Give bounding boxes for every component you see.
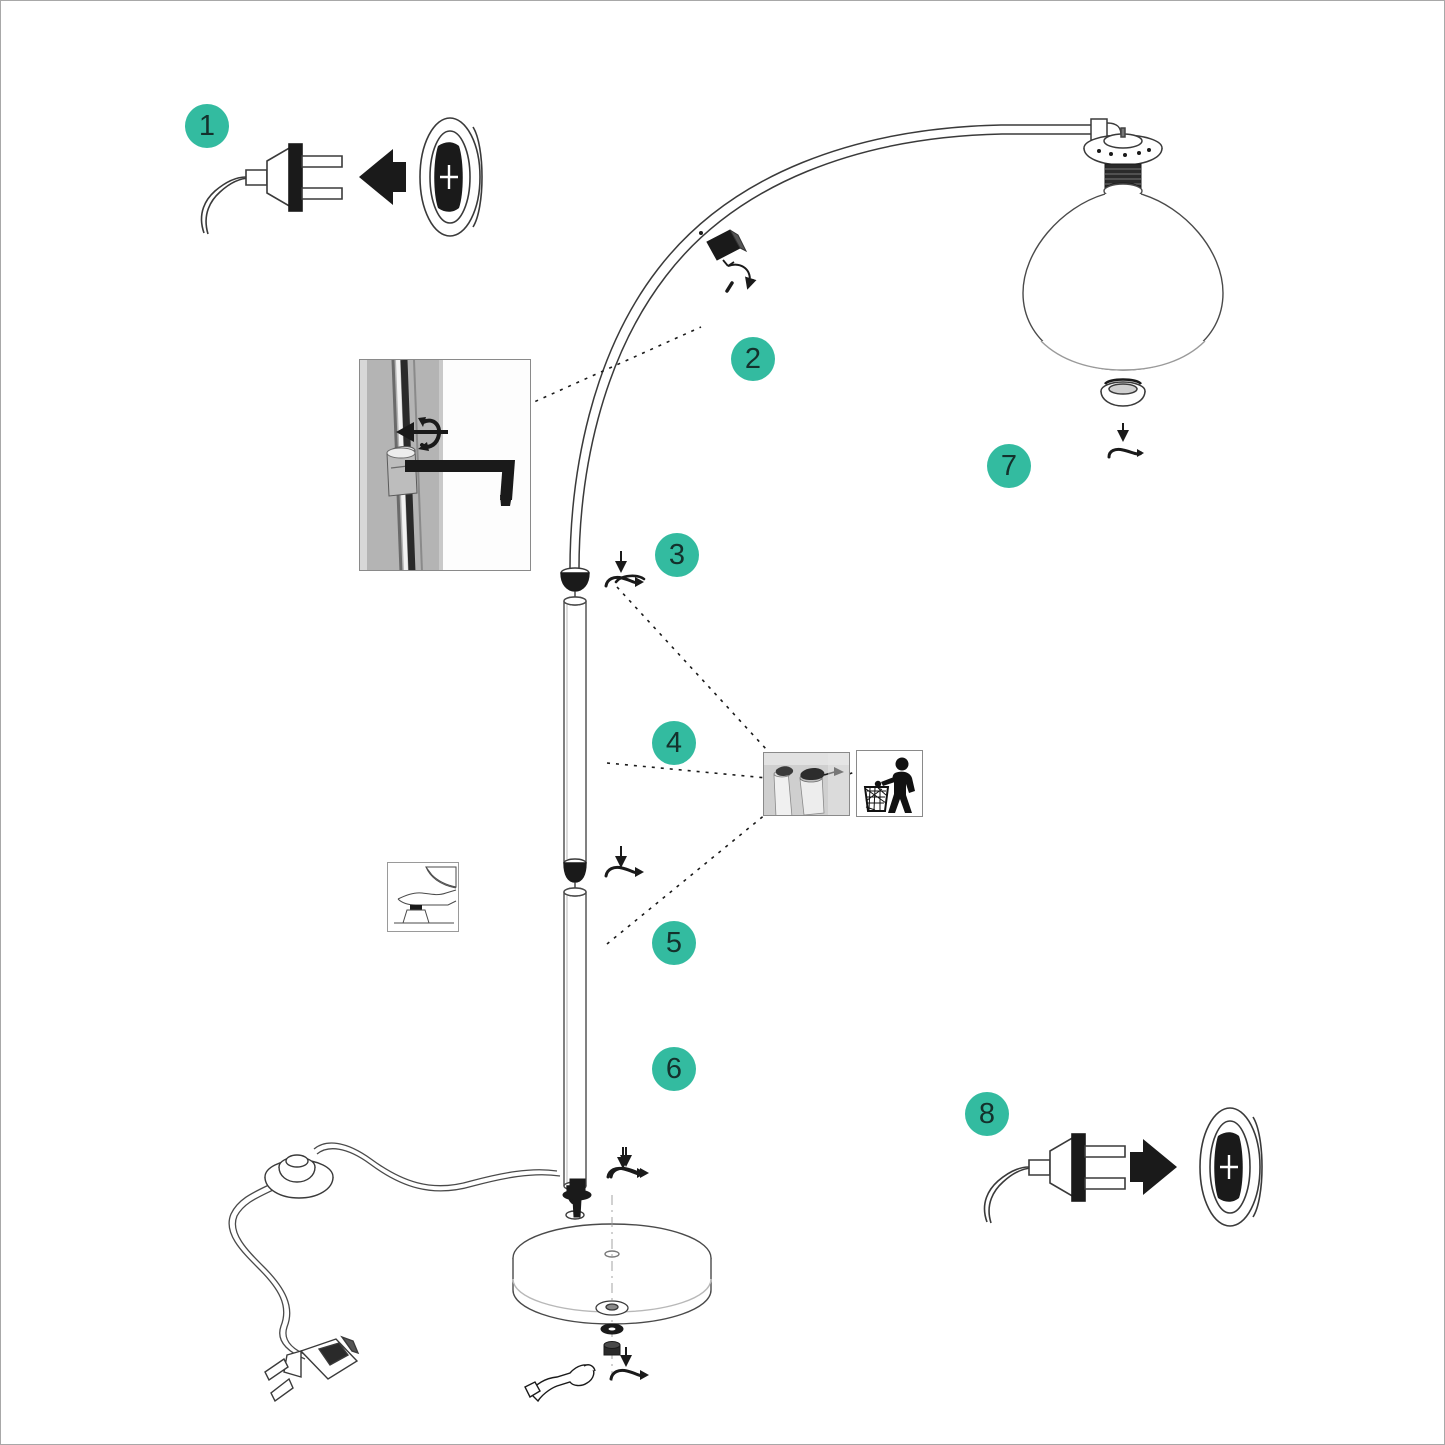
pole-middle (563, 887, 587, 1191)
step-badge-4[interactable]: 4 (652, 721, 696, 765)
arc-clamp (699, 229, 748, 261)
arc-rod (569, 118, 1122, 578)
shade-ring (1100, 378, 1146, 407)
base-lock-washer (600, 1323, 624, 1335)
round-base (512, 1195, 712, 1381)
step8-wall-socket (1199, 1107, 1263, 1227)
inset-hex-key-clamp-detail (359, 359, 531, 571)
tighten-marker-upper-pole (604, 551, 644, 588)
step1-arrow-left (359, 149, 406, 205)
tighten-marker-middle-pole (604, 846, 644, 878)
globe-shade (1022, 183, 1224, 371)
step-badge-5-label: 5 (665, 926, 683, 959)
tighten-marker-shade-ring (1107, 423, 1144, 459)
pole-upper (563, 596, 587, 863)
step-badge-2[interactable]: 2 (731, 337, 775, 381)
base-washer (595, 1300, 629, 1316)
tighten-marker-base-top (609, 1147, 649, 1179)
step-badge-3[interactable]: 3 (655, 533, 699, 577)
base-nut (603, 1341, 621, 1356)
step-badge-1[interactable]: 1 (185, 104, 229, 148)
step-badge-8-label: 8 (978, 1097, 996, 1130)
base-bolt (562, 1178, 592, 1218)
step-badge-6-label: 6 (665, 1052, 683, 1085)
rotate-arrow-symbol-arc (722, 259, 757, 293)
step-badge-7-label: 7 (1000, 449, 1018, 482)
step-badge-3-label: 3 (668, 538, 686, 571)
inset-foot-switch-detail (387, 862, 459, 932)
power-plug-bottom (264, 1335, 360, 1403)
power-cord (228, 1142, 561, 1360)
wrench-symbol-step3 (614, 574, 646, 584)
foot-switch (264, 1154, 334, 1199)
tidy-man-icon (863, 757, 915, 813)
step-badge-2-label: 2 (744, 342, 762, 375)
inset-dispose-in-bin-symbol (856, 750, 923, 817)
step-badge-8[interactable]: 8 (965, 1092, 1009, 1136)
step-badge-1-label: 1 (198, 109, 216, 142)
inset-protective-cap-removal (763, 752, 850, 816)
step-badge-7[interactable]: 7 (987, 444, 1031, 488)
step8-plug-cord-group (983, 1133, 1126, 1224)
step-badge-5[interactable]: 5 (652, 921, 696, 965)
step8-arrow-right (1130, 1139, 1177, 1195)
step-badge-4-label: 4 (665, 726, 683, 759)
tighten-marker-base-bottom (609, 1347, 649, 1381)
step1-plug-cord-group (200, 143, 343, 235)
spanner-wrench (524, 1364, 596, 1403)
step1-wall-socket (419, 117, 483, 237)
lamp-head-socket (1083, 127, 1163, 166)
step-badge-6[interactable]: 6 (652, 1047, 696, 1091)
